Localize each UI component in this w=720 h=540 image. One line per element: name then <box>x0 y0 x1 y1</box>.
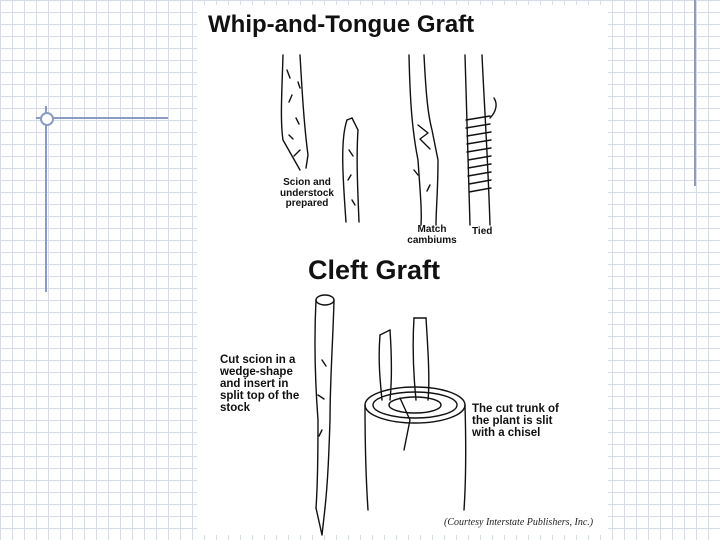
cleft-scion-drawing <box>315 295 334 535</box>
publisher-credit: (Courtesy Interstate Publishers, Inc.) <box>444 517 593 528</box>
scion-understock-prepared-label: Scion and understock prepared <box>277 178 337 210</box>
cut-scion-instruction-label: Cut scion in a wedge-shape and insert in… <box>220 354 310 414</box>
whip-scion-drawing <box>281 55 308 170</box>
whip-and-tongue-title: Whip-and-Tongue Graft <box>208 11 474 39</box>
match-cambiums-label: Match cambiums <box>406 225 458 246</box>
whip-understock-drawing <box>343 118 359 222</box>
cleft-graft-title: Cleft Graft <box>308 255 440 286</box>
whip-tied-drawing <box>465 55 496 225</box>
cleft-stock-trunk-drawing <box>365 387 466 510</box>
tied-label: Tied <box>472 227 492 238</box>
whip-matched-drawing <box>409 55 438 225</box>
cut-trunk-instruction-label: The cut trunk of the plant is slit with … <box>472 403 572 439</box>
